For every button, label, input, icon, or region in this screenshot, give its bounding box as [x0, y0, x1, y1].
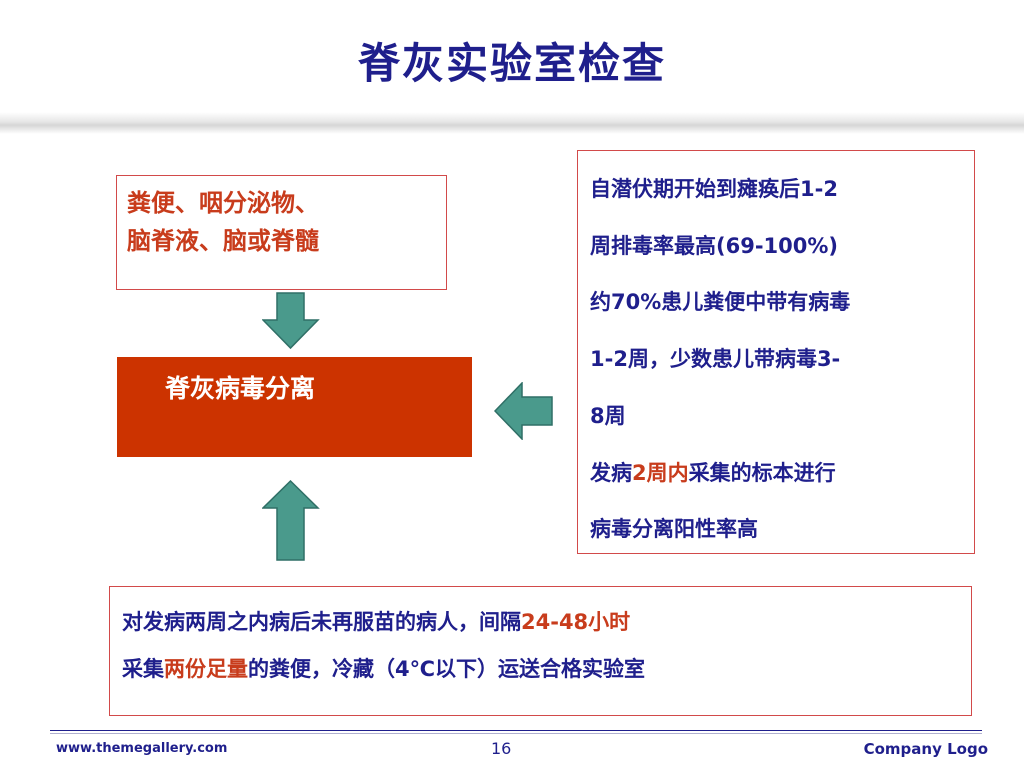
collection-line-2-part-c: 的粪便，冷藏（4℃以下）运送合格实验室: [248, 657, 646, 681]
timing-line-6-highlight: 2周内: [632, 460, 689, 485]
virus-isolation-label: 脊灰病毒分离: [165, 374, 316, 403]
excretion-timing-box: 自潜伏期开始到瘫痪后1-2 周排毒率最高(69-100%) 约70%患儿粪便中带…: [577, 150, 975, 554]
footer-divider-secondary: [50, 733, 982, 734]
timing-line-6-part-a: 发病: [590, 460, 632, 485]
collection-instruction-box: 对发病两周之内病后未再服苗的病人，间隔24-48小时 采集两份足量的粪便，冷藏（…: [109, 586, 972, 716]
collection-line-1-highlight: 24-48小时: [521, 610, 631, 634]
timing-line-1: 自潜伏期开始到瘫痪后1-2: [590, 177, 838, 201]
up-arrow-icon: [262, 480, 320, 561]
collection-line-1: 对发病两周之内病后未再服苗的病人，间隔24-48小时: [122, 599, 971, 646]
collection-line-2-highlight: 两份足量: [164, 657, 248, 681]
timing-line-7: 病毒分离阳性率高: [590, 517, 758, 542]
timing-line-6: 发病2周内采集的标本进行: [590, 445, 968, 502]
collection-line-1-part-a: 对发病两周之内病后未再服苗的病人，间隔: [122, 610, 521, 634]
virus-isolation-box: 脊灰病毒分离: [117, 357, 472, 457]
left-arrow-icon: [494, 382, 553, 440]
timing-line-2: 周排毒率最高(69-100%): [590, 233, 839, 258]
collection-line-2: 采集两份足量的粪便，冷藏（4℃以下）运送合格实验室: [122, 646, 971, 693]
specimen-source-line-1: 粪便、咽分泌物、: [127, 189, 319, 217]
footer-page-number: 16: [491, 739, 512, 758]
specimen-source-line-2: 脑脊液、脑或脊髓: [127, 227, 319, 255]
timing-line-6-part-c: 采集的标本进行: [688, 460, 836, 485]
footer-company-logo: Company Logo: [863, 740, 988, 758]
footer-website: www.themegallery.com: [56, 741, 228, 756]
timing-line-5: 8周: [590, 403, 626, 428]
slide-title: 脊灰实验室检查: [357, 39, 666, 88]
timing-line-3: 约70%患儿粪便中带有病毒: [590, 290, 851, 315]
collection-line-2-part-a: 采集: [122, 657, 164, 681]
down-arrow-icon: [262, 292, 320, 350]
specimen-source-box: 粪便、咽分泌物、 脑脊液、脑或脊髓: [116, 175, 447, 290]
footer-divider: [50, 730, 982, 731]
title-divider-band: [0, 112, 1024, 134]
timing-line-4: 1-2周，少数患儿带病毒3-: [590, 347, 841, 372]
